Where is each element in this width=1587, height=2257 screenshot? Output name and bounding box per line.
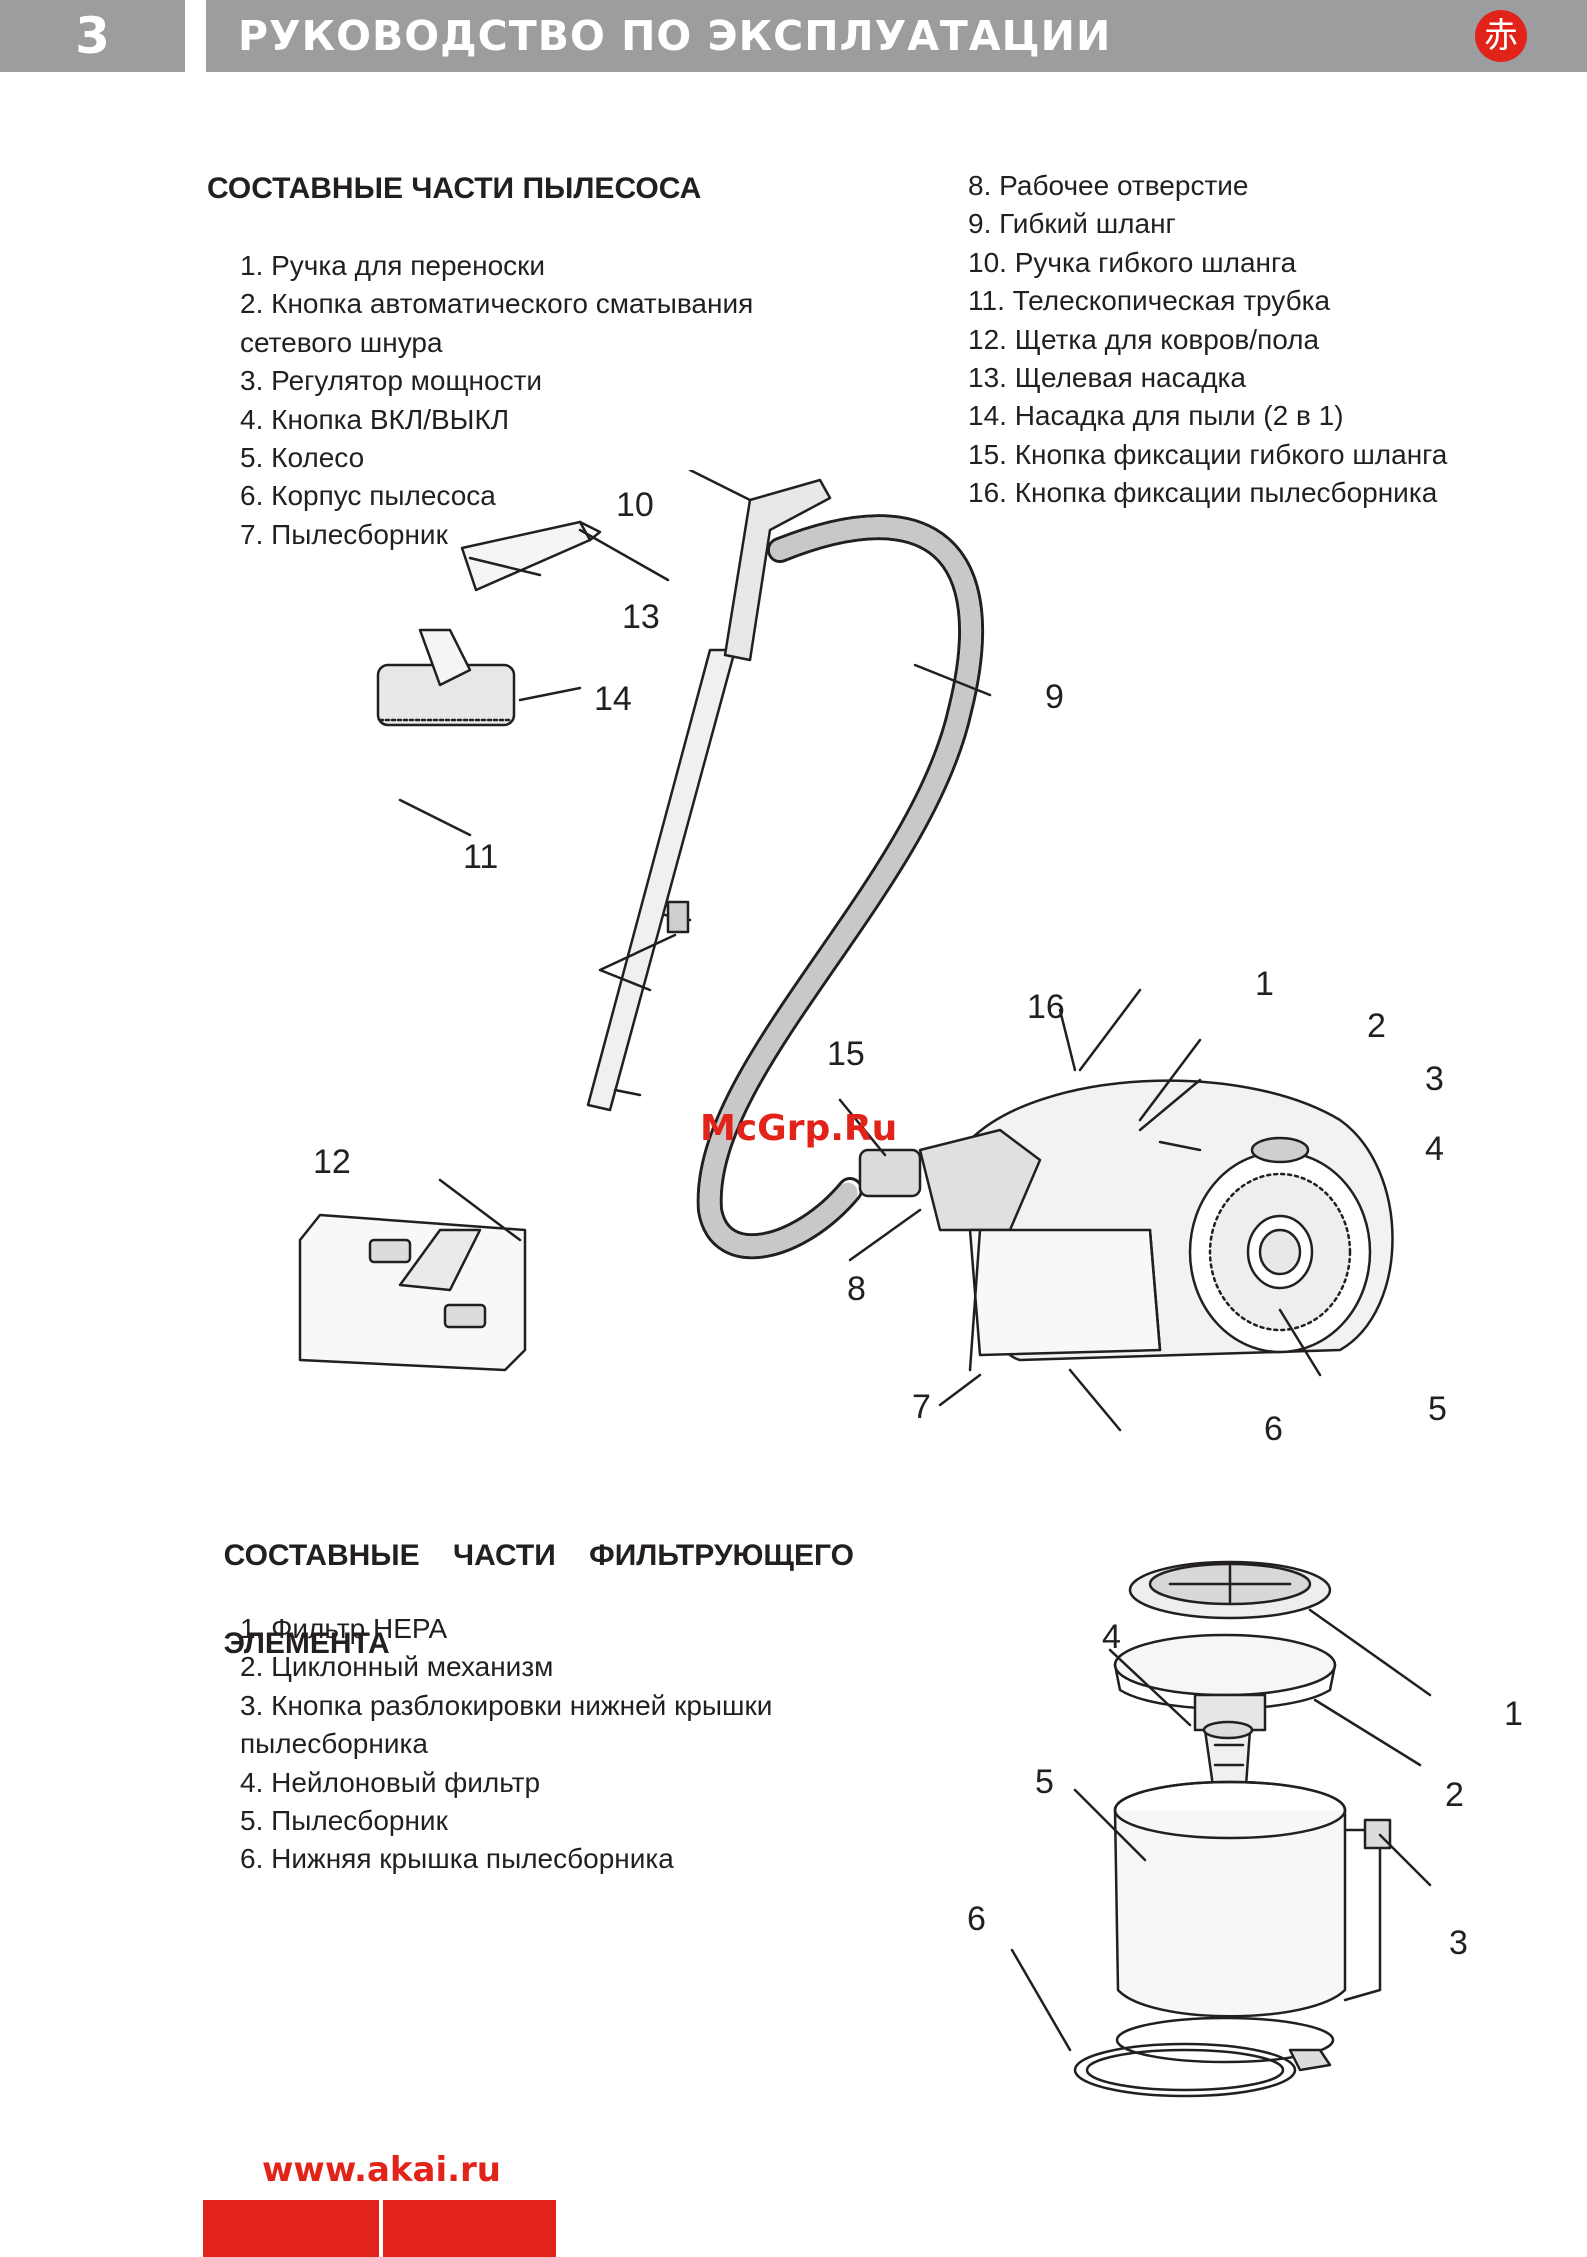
filter-exploded-diagram: 1 2 3 4 5 6 xyxy=(967,1560,1523,2098)
list-item: 5. Пылесборник xyxy=(240,1805,448,1837)
diagram-label: 14 xyxy=(594,680,632,718)
list-item: 7. Пылесборник xyxy=(240,518,448,550)
diagram-label: 12 xyxy=(313,1143,351,1181)
list-item: 10. Ручка гибкого шланга xyxy=(968,246,1297,278)
diagram-label: 13 xyxy=(622,598,660,636)
vacuum-cleaner-diagram: 1 2 3 4 5 6 7 8 9 10 11 12 13 14 15 16 xyxy=(298,470,1447,1448)
section2-title-line1: СОСТАВНЫЕ ЧАСТИ ФИЛЬТРУЮЩЕГО xyxy=(223,1539,854,1572)
section1-list-right: 8. Рабочее отверстие 9. Гибкий шланг 10.… xyxy=(968,167,1447,513)
list-item: 8. Рабочее отверстие xyxy=(968,170,1249,201)
list-item: 1. Фильтр HEPA xyxy=(240,1613,448,1644)
list-item: пылесборника xyxy=(240,1728,428,1760)
diagram-label: 7 xyxy=(912,1388,931,1426)
page-number: 3 xyxy=(0,0,185,72)
list-item: 4. Нейлоновый фильтр xyxy=(240,1766,541,1798)
diagram-label: 1 xyxy=(1255,965,1274,1003)
section2-title-line2: ЭЛЕМЕНТА xyxy=(223,1627,390,1660)
diagram-label: 4 xyxy=(1102,1618,1121,1656)
list-item: 5. Колесо xyxy=(240,442,365,474)
section2-list: 1. Фильтр HEPA 2. Циклонный механизм 3. … xyxy=(240,1610,772,1879)
diagram-label: 9 xyxy=(1045,678,1064,716)
diagram-label: 8 xyxy=(847,1270,866,1308)
header-title: РУКОВОДСТВО ПО ЭКСПЛУАТАЦИИ xyxy=(238,12,1112,60)
diagram-label: 5 xyxy=(1035,1763,1054,1801)
list-item: 6. Нижняя крышка пылесборника xyxy=(240,1843,674,1875)
list-item: 11. Телескопическая трубка xyxy=(968,285,1331,317)
diagram-label: 4 xyxy=(1425,1130,1444,1168)
diagram-label: 10 xyxy=(616,486,654,524)
diagram-label: 11 xyxy=(463,838,498,876)
page-header: 3 РУКОВОДСТВО ПО ЭКСПЛУАТАЦИИ 赤 xyxy=(0,0,1587,72)
list-item: 1. Ручка для переноски xyxy=(240,250,546,281)
header-bar: РУКОВОДСТВО ПО ЭКСПЛУАТАЦИИ xyxy=(206,0,1587,72)
diagram-label: 15 xyxy=(827,1035,865,1073)
diagram-label: 6 xyxy=(967,1900,986,1938)
diagram-label: 2 xyxy=(1445,1776,1464,1814)
diagram-label: 5 xyxy=(1428,1390,1447,1428)
akai-logo-icon: 赤 xyxy=(1475,10,1527,62)
filter-diagram-labels: 1 2 3 4 5 6 xyxy=(967,1618,1523,1962)
diagram-labels: 1 2 3 4 5 6 7 8 9 10 11 12 13 14 15 16 xyxy=(313,486,1447,1448)
diagram-label: 3 xyxy=(1425,1060,1444,1098)
list-item: 13. Щелевая насадка xyxy=(968,362,1246,394)
list-item: 2. Циклонный механизм xyxy=(240,1651,554,1683)
section2-title: СОСТАВНЫЕ ЧАСТИ ФИЛЬТРУЮЩЕГО ЭЛЕМЕНТА xyxy=(207,1490,854,1666)
list-item: 12. Щетка для ковров/пола xyxy=(968,323,1320,355)
list-item: 2. Кнопка автоматического сматывания xyxy=(240,288,754,320)
list-item: 15. Кнопка фиксации гибкого шланга xyxy=(968,438,1448,470)
section1-title: СОСТАВНЫЕ ЧАСТИ ПЫЛЕСОСА xyxy=(207,172,702,205)
diagram-label: 2 xyxy=(1367,1007,1386,1045)
list-item: 6. Корпус пылесоса xyxy=(240,480,496,512)
list-item: 9. Гибкий шланг xyxy=(968,208,1176,240)
list-item: 3. Регулятор мощности xyxy=(240,365,543,397)
diagram-label: 6 xyxy=(1264,1410,1283,1448)
footer-website-link[interactable]: www.akai.ru xyxy=(262,2150,502,2190)
section1-list-left: 1. Ручка для переноски 2. Кнопка автомат… xyxy=(240,247,753,554)
watermark: McGrp.Ru xyxy=(700,1108,898,1149)
list-item: 4. Кнопка ВКЛ/ВЫКЛ xyxy=(240,403,510,435)
diagram-label: 1 xyxy=(1504,1695,1523,1733)
footer-bar-right xyxy=(383,2200,556,2257)
diagram-label: 16 xyxy=(1027,988,1065,1026)
list-item: 3. Кнопка разблокировки нижней крышки xyxy=(240,1689,773,1721)
list-item: 14. Насадка для пыли (2 в 1) xyxy=(968,400,1344,432)
diagram-label: 3 xyxy=(1449,1924,1468,1962)
footer-bar-left xyxy=(203,2200,379,2257)
list-item: сетевого шнура xyxy=(240,326,443,358)
list-item: 16. Кнопка фиксации пылесборника xyxy=(968,477,1438,509)
